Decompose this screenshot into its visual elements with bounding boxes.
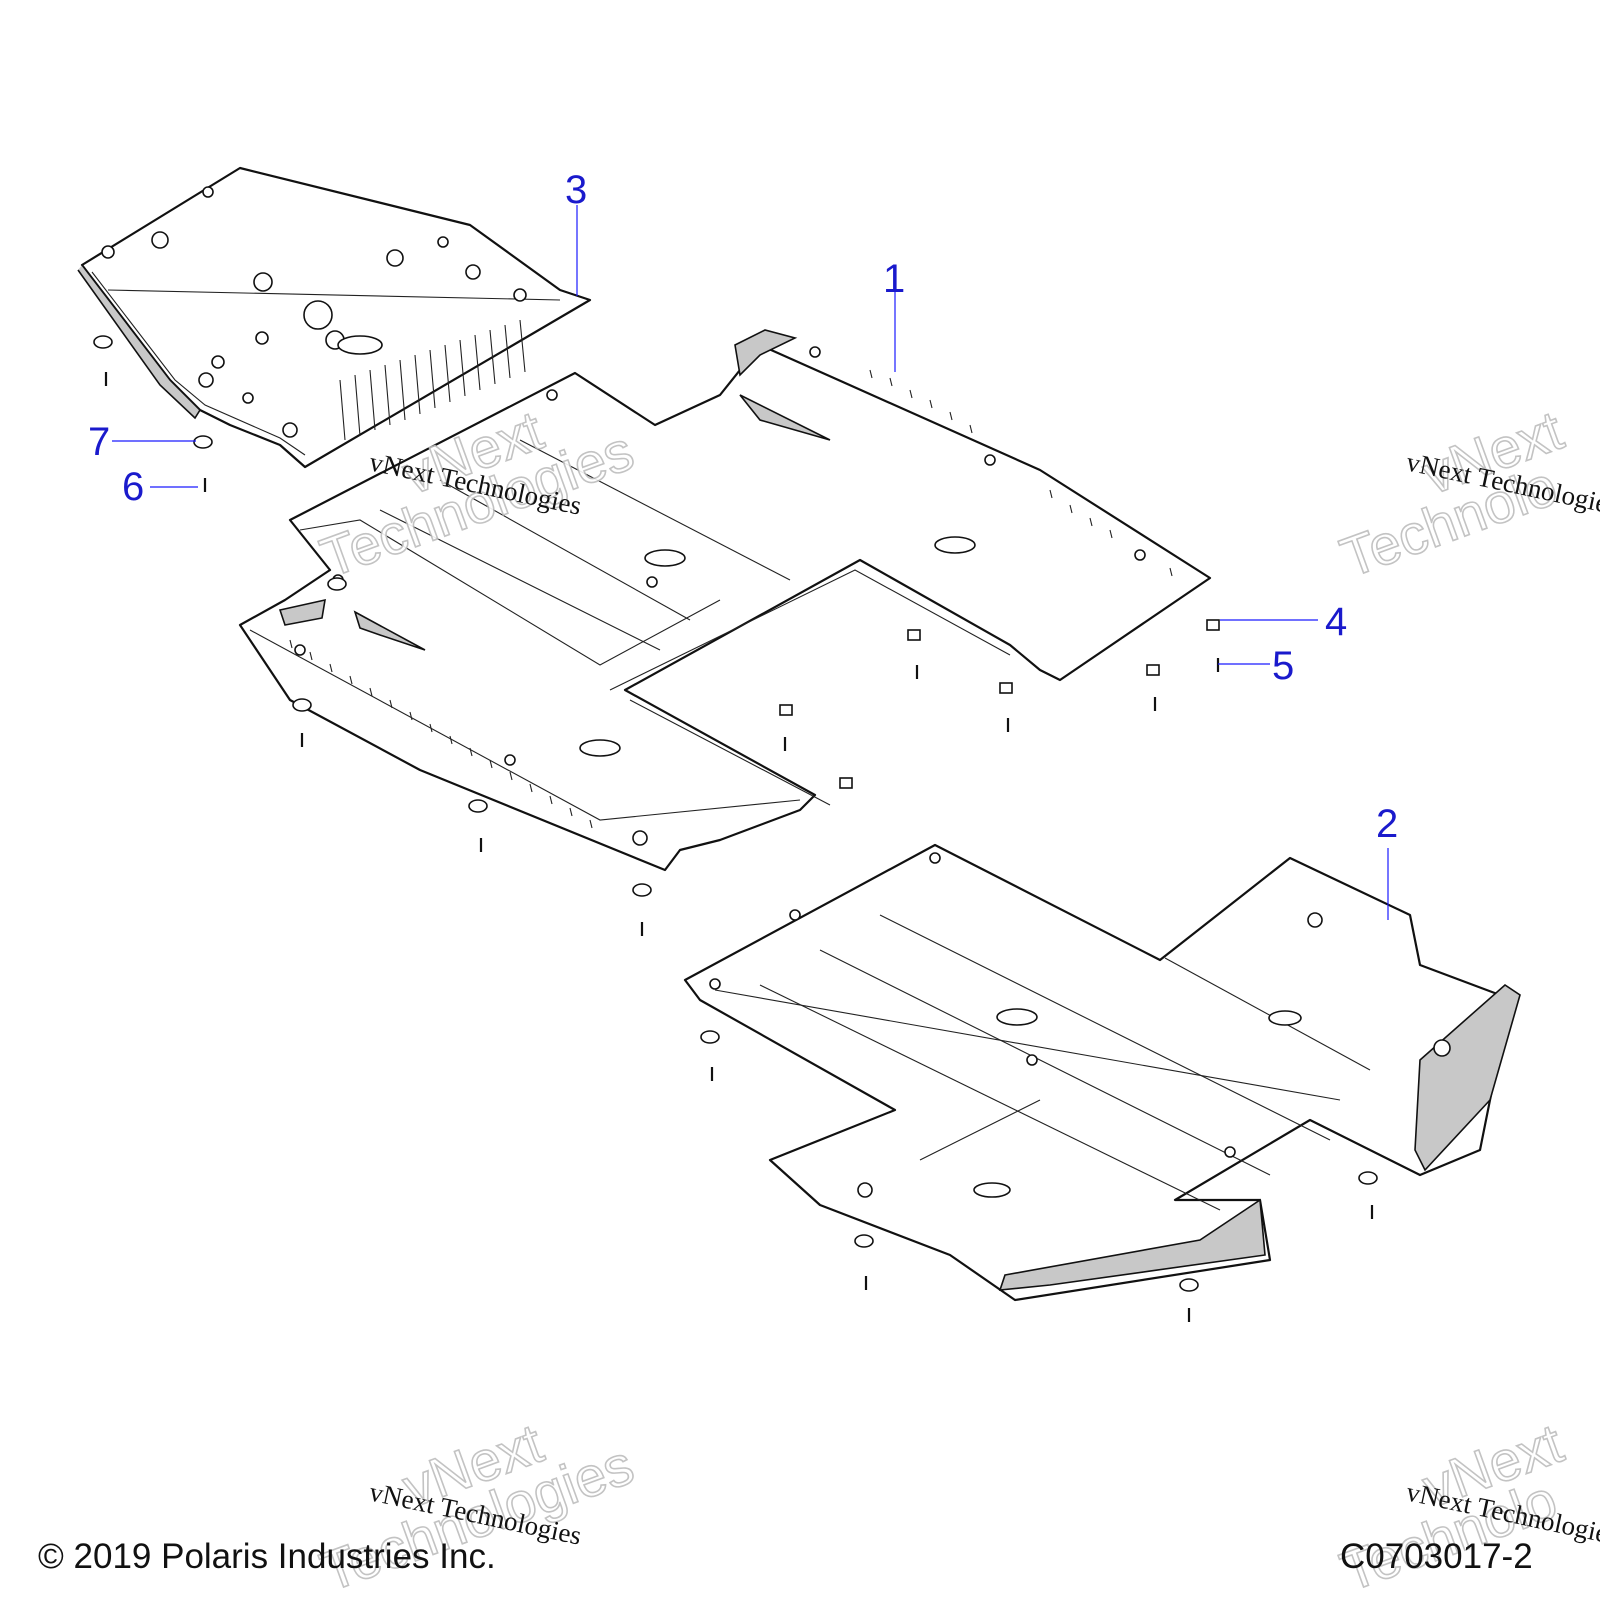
callout-7: 7	[88, 420, 110, 464]
callout-6: 6	[122, 465, 144, 509]
part-1-center-skid-plate	[238, 329, 1212, 872]
callout-1: 1	[883, 257, 905, 301]
figure-id: C0703017-2	[1340, 1537, 1533, 1576]
part-3-front-skid-plate	[77, 166, 592, 469]
part-2-rear-skid-plate	[683, 843, 1521, 1302]
callout-5: 5	[1272, 644, 1294, 688]
copyright-notice: © 2019 Polaris Industries Inc.	[38, 1537, 496, 1576]
callout-2: 2	[1376, 802, 1398, 846]
fasteners	[93, 335, 1378, 1322]
callout-labels: 1 2 3 4 5 6 7	[88, 168, 1398, 846]
leader-lines	[112, 205, 1389, 920]
callout-3: 3	[565, 168, 587, 212]
callout-4: 4	[1325, 600, 1347, 644]
watermark-top-right: vNext Technolo vNext Technologies	[1332, 397, 1600, 590]
